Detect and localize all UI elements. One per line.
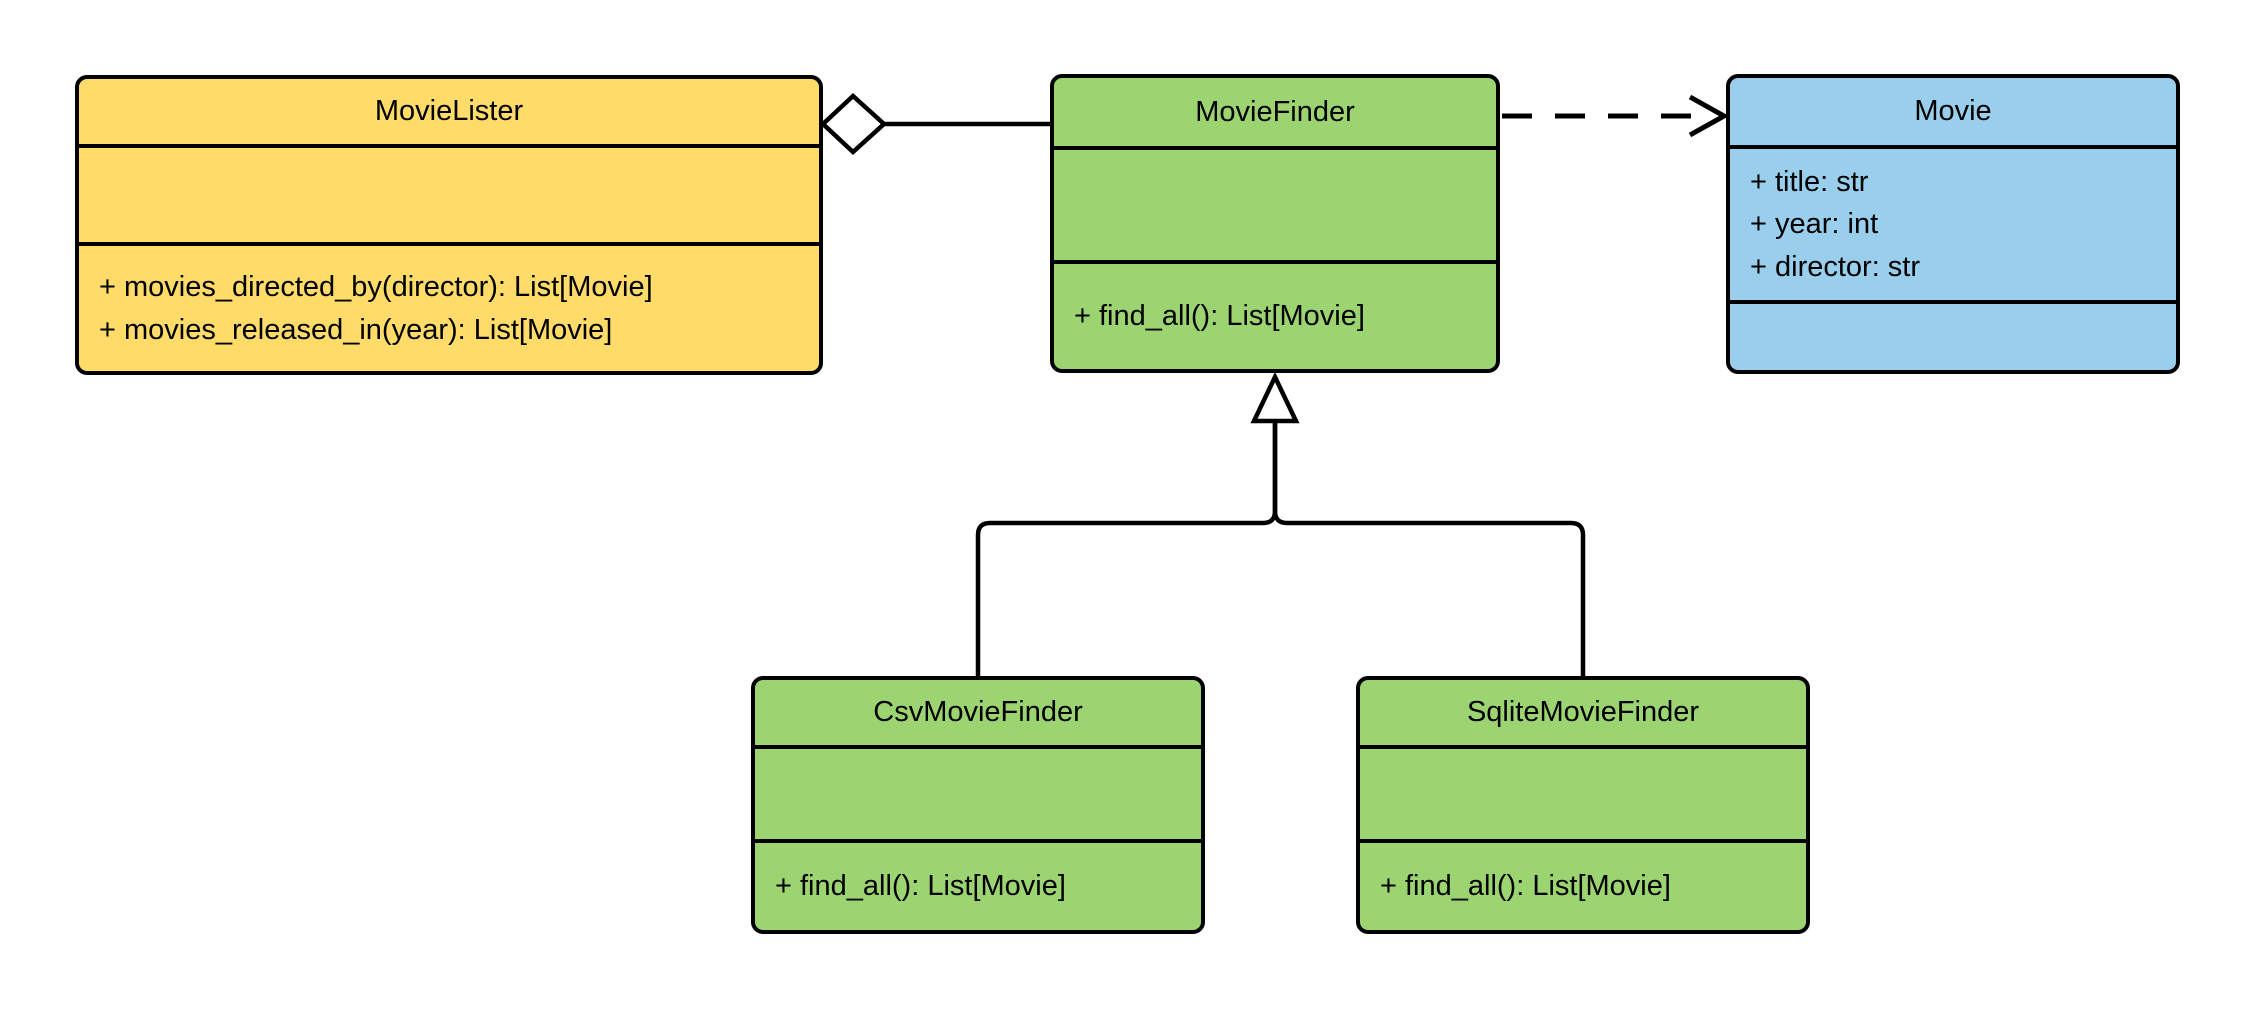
attribute-label: + title: str (1750, 166, 1869, 199)
inheritance-branch-right (1272, 421, 1586, 678)
class-name-moviefinder: MovieFinder (1195, 95, 1355, 128)
attributes-compartment-sqlitemoviefinder (1360, 745, 1806, 839)
method-label: + find_all(): List[Movie] (775, 870, 1066, 903)
inheritance-connector-csv-sqlite-moviefinder[interactable] (975, 371, 1586, 678)
methods-compartment-moviefinder: + find_all(): List[Movie] (1054, 260, 1496, 369)
method-label: + movies_released_in(year): List[Movie] (99, 313, 613, 346)
class-csvmoviefinder[interactable]: CsvMovieFinder + find_all(): List[Movie] (751, 676, 1205, 934)
class-sqlitemoviefinder[interactable]: SqliteMovieFinder + find_all(): List[Mov… (1356, 676, 1810, 934)
aggregation-connector-movielister-moviefinder[interactable] (819, 92, 1052, 156)
methods-compartment-movielister: + movies_directed_by(director): List[Mov… (79, 242, 819, 371)
attribute-label: + director: str (1750, 250, 1921, 283)
attributes-compartment-csvmoviefinder (755, 745, 1201, 839)
methods-compartment-movie (1730, 300, 2176, 370)
attributes-compartment-movie: + title: str + year: int + director: str (1730, 145, 2176, 300)
method-label: + find_all(): List[Movie] (1074, 300, 1365, 333)
dependency-connector-moviefinder-movie[interactable] (1502, 94, 1730, 138)
aggregation-diamond-icon (819, 92, 888, 156)
class-name-movielister: MovieLister (374, 95, 524, 128)
class-name-sqlitemoviefinder: SqliteMovieFinder (1466, 696, 1700, 729)
class-moviefinder[interactable]: MovieFinder + find_all(): List[Movie] (1050, 74, 1500, 373)
class-movie[interactable]: Movie + title: str + year: int + directo… (1726, 74, 2180, 374)
method-label: + find_all(): List[Movie] (1380, 870, 1671, 903)
inheritance-branch-left (975, 421, 1278, 678)
inheritance-triangle-icon (1250, 371, 1300, 424)
attributes-compartment-movielister (79, 144, 819, 242)
attributes-compartment-moviefinder (1054, 146, 1496, 260)
methods-compartment-csvmoviefinder: + find_all(): List[Movie] (755, 839, 1201, 930)
dependency-arrowhead-icon (1688, 94, 1730, 138)
class-name-csvmoviefinder: CsvMovieFinder (873, 696, 1083, 729)
class-movielister[interactable]: MovieLister + movies_directed_by(directo… (75, 75, 823, 375)
attribute-label: + year: int (1750, 208, 1879, 241)
methods-compartment-sqlitemoviefinder: + find_all(): List[Movie] (1360, 839, 1806, 930)
method-label: + movies_directed_by(director): List[Mov… (99, 271, 653, 304)
class-name-movie: Movie (1914, 95, 1992, 128)
